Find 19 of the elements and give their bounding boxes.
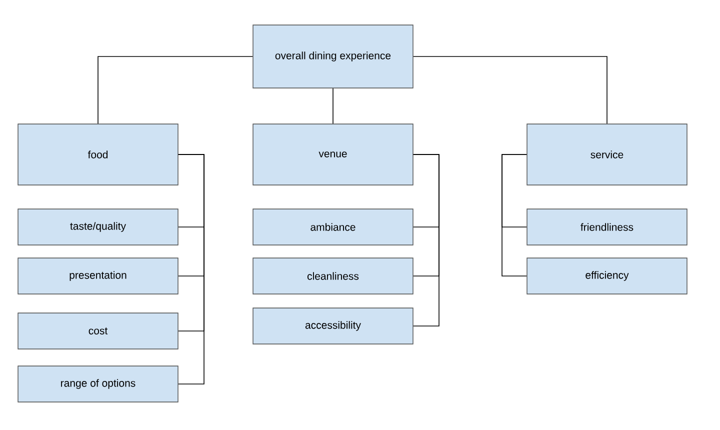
category-box: venue bbox=[252, 124, 414, 186]
category-box: friendliness bbox=[526, 208, 688, 246]
connector-line bbox=[502, 154, 528, 276]
connector-line bbox=[412, 56, 608, 124]
category-box: presentation bbox=[18, 258, 178, 294]
category-box: accessibility bbox=[252, 308, 414, 344]
category-box: range of options bbox=[18, 366, 178, 402]
category-box: efficiency bbox=[526, 258, 688, 294]
category-box: cost bbox=[18, 312, 178, 350]
connector-line bbox=[332, 88, 334, 124]
category-box: food bbox=[18, 124, 178, 186]
category-box: taste/quality bbox=[18, 208, 178, 246]
category-box: service bbox=[526, 124, 688, 186]
connector-line bbox=[412, 154, 440, 326]
category-box: overall dining experience bbox=[252, 24, 414, 88]
connector-line bbox=[178, 154, 204, 384]
category-box: ambiance bbox=[252, 208, 414, 246]
connector-line bbox=[98, 56, 254, 124]
category-box: cleanliness bbox=[252, 258, 414, 294]
